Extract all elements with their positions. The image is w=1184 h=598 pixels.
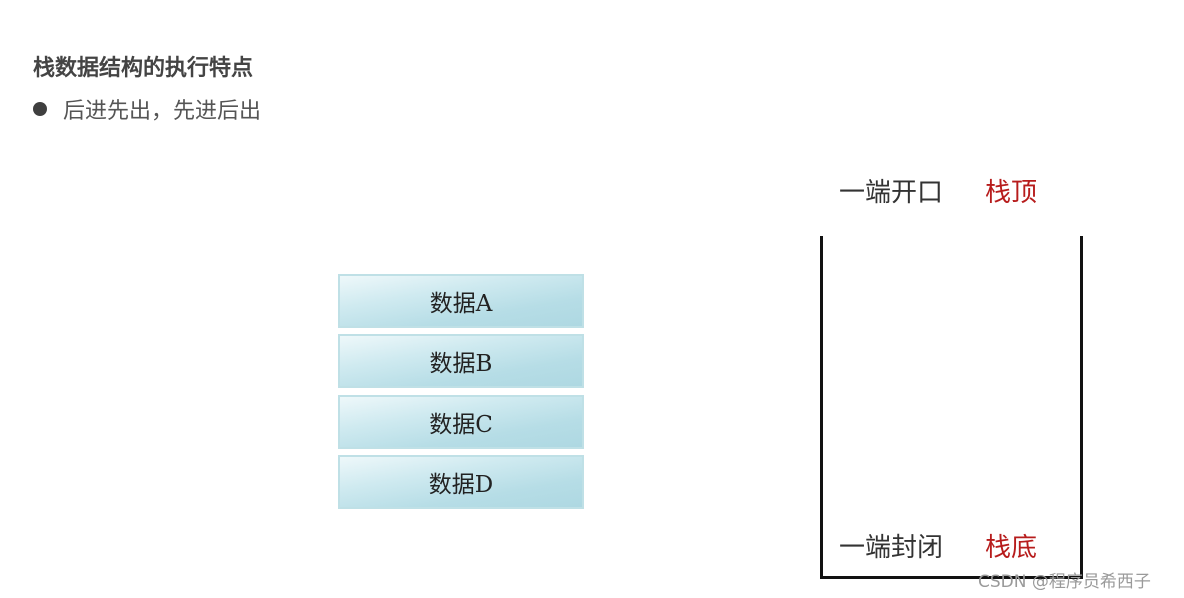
stack-left-wall [820,236,823,579]
closed-end-label: 一端封闭 [839,533,944,563]
bullet-text: 后进先出，先进后出 [63,99,262,124]
watermark: CSDN @程序员希西子 [978,572,1151,592]
page-title: 栈数据结构的执行特点 [33,55,254,81]
data-block-b: 数据B [338,334,584,388]
stack-right-wall [1080,236,1083,579]
data-block-d: 数据D [338,455,584,509]
stack-bottom-label: 栈底 [985,533,1038,563]
stack-bottom-wall [820,576,1083,579]
data-block-a: 数据A [338,274,584,328]
open-end-label: 一端开口 [839,178,944,208]
data-block-c: 数据C [338,395,584,449]
bullet-item: 后进先出，先进后出 [33,93,261,125]
bullet-dot-icon [33,102,47,116]
stack-top-label: 栈顶 [985,178,1038,208]
